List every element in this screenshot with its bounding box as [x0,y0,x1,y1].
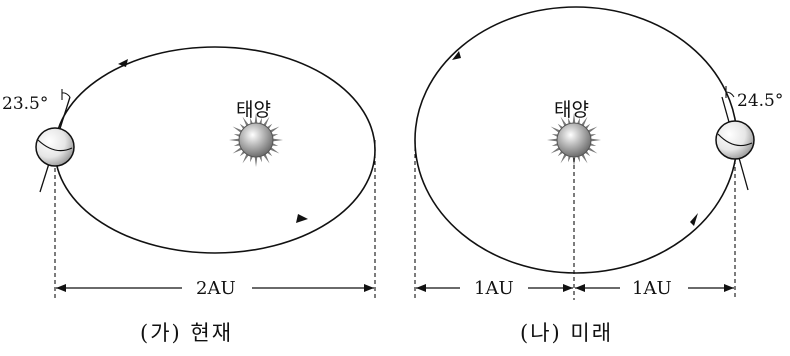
sun-ray [229,138,241,142]
sun-ray [262,116,270,127]
sun-ray [580,153,588,164]
sun-ray [232,146,243,154]
panel-b-future: 태양 24.5° 1AU 1AU (나) 미래 [414,6,783,345]
sun-ray [254,155,258,167]
orbit-a-arrow-top [118,59,128,67]
sun-label-a: 태양 [236,99,271,121]
sun-ray [269,126,280,134]
sun-ray [232,126,243,134]
sun-b [547,113,601,167]
orbit-a [54,46,376,254]
sun-ray [254,113,258,125]
sun-ray [572,113,576,125]
sun-ray [560,153,568,164]
orbit-b-arrow-bottom [690,213,698,226]
distance-label-a: 2AU [196,278,236,299]
sun-ray [242,153,250,164]
sun-label-b: 태양 [554,99,589,121]
sun-a [229,113,283,167]
sun-ray [550,126,561,134]
caption-b: (나) 미래 [520,321,613,345]
sun-ray [560,116,568,127]
orbit-b-arrow-top [452,51,461,60]
tilt-label-a: 23.5° [2,94,48,114]
sun-ray [550,146,561,154]
distance-label-b-right: 1AU [632,278,672,299]
caption-a: (가) 현재 [140,321,233,345]
sun-ray [269,146,280,154]
orbit-a-arrow-bottom [296,214,308,223]
panel-a-present: 태양 23.5° 2AU (가) 현재 [2,46,376,345]
sun-ray [262,153,270,164]
sun-ray [580,116,588,127]
earth-a [35,89,75,193]
distance-label-b-left: 1AU [474,278,514,299]
sun-ray [242,116,250,127]
sun-ray [589,138,601,142]
tilt-label-b: 24.5° [737,91,783,111]
earth-b [715,86,755,191]
sun-ray [587,146,598,154]
sun-ray [271,138,283,142]
sun-ray [547,138,559,142]
sun-ray [587,126,598,134]
